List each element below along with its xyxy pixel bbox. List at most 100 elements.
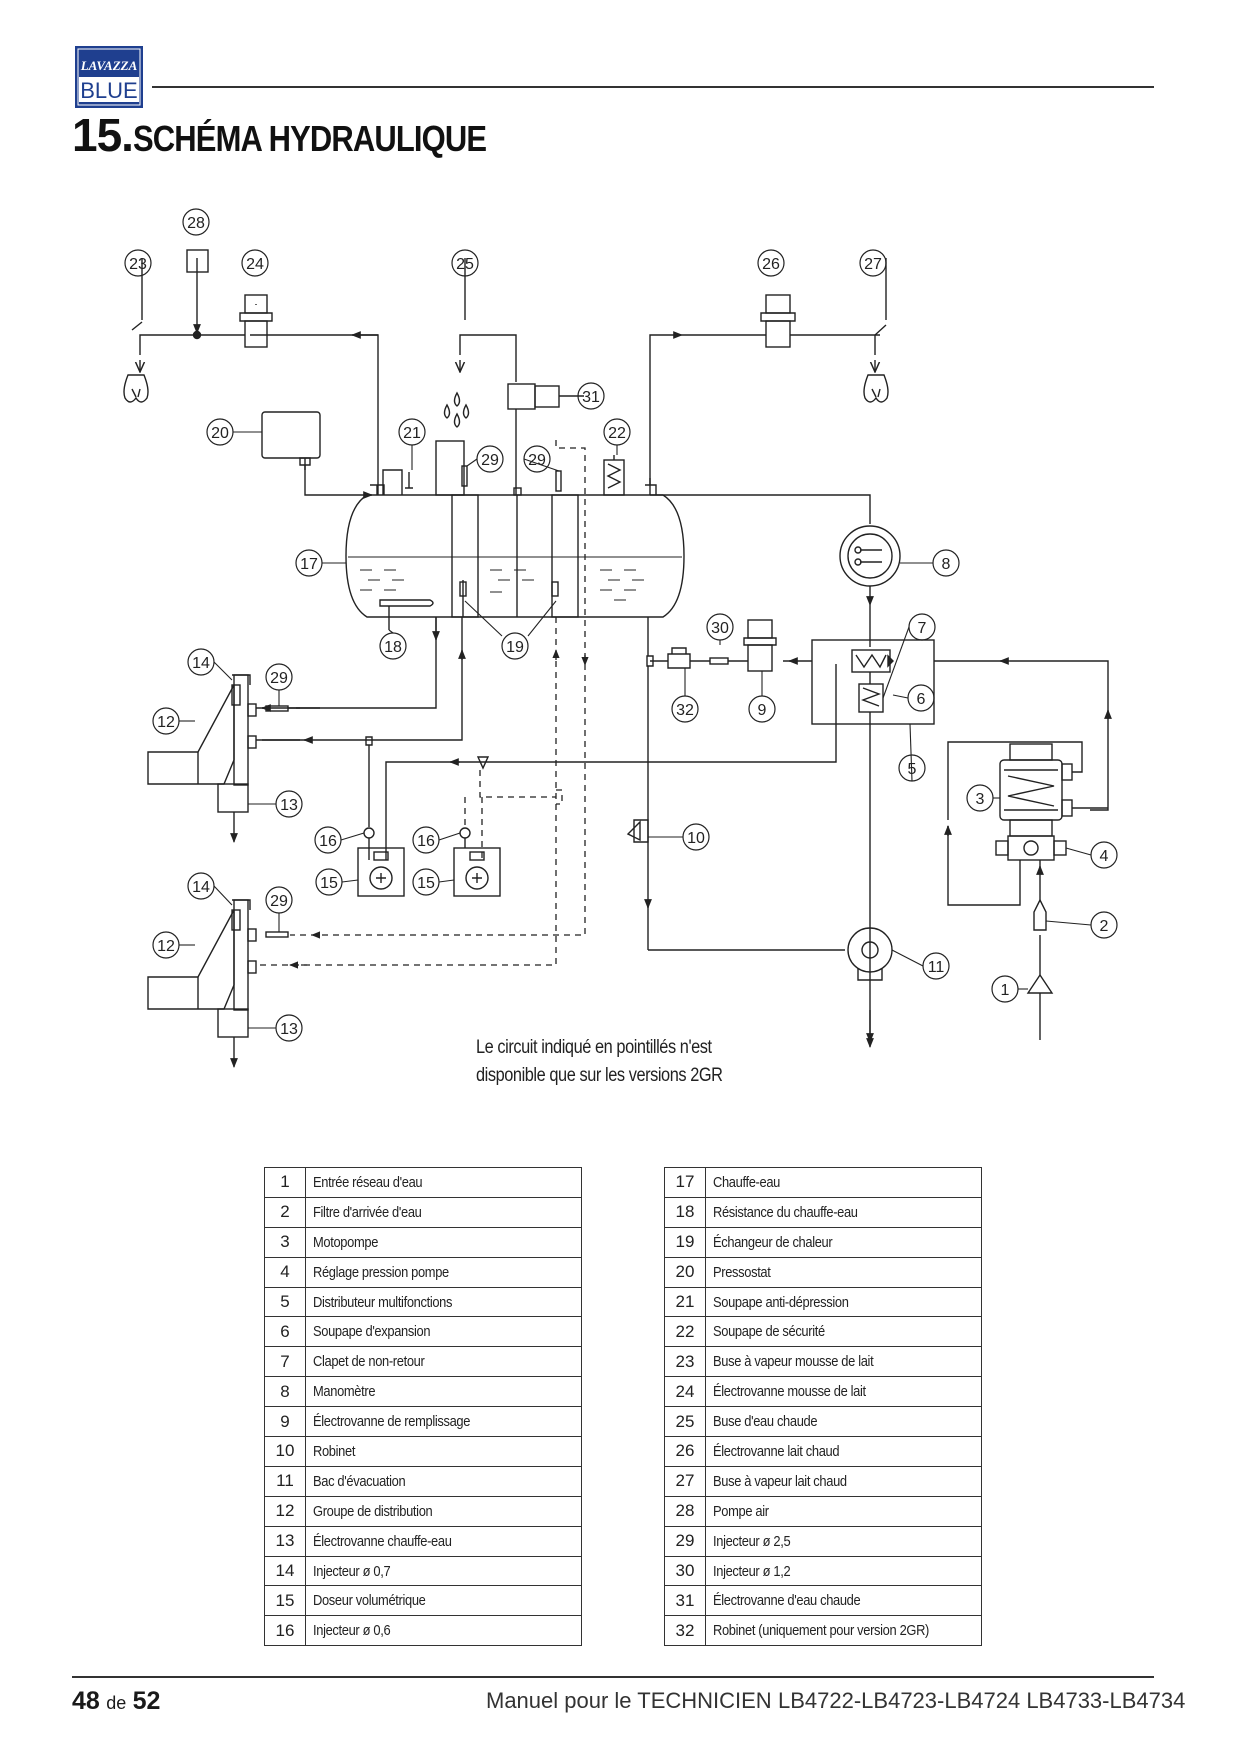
page-title: 15.SCHÉMA HYDRAULIQUE: [72, 108, 544, 162]
callout-30: 30: [711, 620, 729, 637]
heater-18: [379, 599, 434, 607]
pipe-steam-left: [250, 334, 379, 495]
tap-10: [626, 819, 649, 843]
page-current: 48: [72, 1687, 100, 1715]
callout-10: 10: [687, 830, 705, 847]
solenoid-9: [743, 619, 777, 672]
page-total: 52: [132, 1687, 161, 1715]
boiler-17: [345, 494, 685, 618]
page-number: 48 de 52: [72, 1687, 160, 1716]
group-12a: [147, 674, 251, 786]
callout-21: 21: [403, 425, 421, 442]
injector-16a: [363, 827, 375, 839]
callout-26: 26: [762, 256, 780, 273]
footer-rule: [72, 1676, 1154, 1678]
callout-15a: 15: [320, 875, 338, 892]
solenoid-13a: [217, 783, 249, 813]
note-line-1: Le circuit indiqué en pointillés n'est: [476, 1037, 712, 1058]
doser-15b: [453, 847, 501, 897]
callout-16b: 16: [417, 833, 435, 850]
header-rule: [152, 86, 1154, 88]
lavazza-blue-logo: LAVAZZA BLUE: [75, 46, 143, 108]
callout-3: 3: [976, 791, 985, 808]
callout-23: 23: [129, 256, 147, 273]
callout-7: 7: [918, 620, 927, 637]
air-pump: [186, 249, 209, 273]
pump-3: [999, 743, 1073, 837]
group-12b: [147, 899, 251, 1011]
pipe-hot-water: [459, 334, 517, 382]
callout-22: 22: [608, 425, 626, 442]
callout-14b: 14: [192, 879, 210, 896]
distributor-5: [811, 639, 935, 725]
injector-30: [709, 657, 729, 665]
callout-18: 18: [384, 639, 402, 656]
callout-6: 6: [917, 691, 926, 708]
callout-14a: 14: [192, 655, 210, 672]
injector-29d: [265, 931, 289, 938]
inlet-1: [1026, 973, 1054, 994]
pressure-switch-20: [261, 411, 321, 459]
heat-exchanger-right: [551, 494, 579, 618]
expansion-valve-6: [858, 683, 884, 713]
safety-valve-22: [603, 459, 625, 496]
solenoid-31: [507, 383, 560, 495]
filter-2: [1033, 898, 1047, 931]
section-number: 15.: [72, 109, 134, 161]
section-title: SCHÉMA HYDRAULIQUE: [132, 118, 487, 159]
callout-17: 17: [300, 556, 318, 573]
callout-25: 25: [456, 256, 474, 273]
callout-29d: 29: [270, 893, 288, 910]
callout-13b: 13: [280, 1021, 298, 1038]
injector-16b: [459, 827, 471, 839]
check-valve-7: [851, 649, 891, 673]
callout-28: 28: [187, 215, 205, 232]
dashed-circuit-note: Le circuit indiqué en pointillés n'est d…: [476, 1034, 776, 1090]
logo-sub: BLUE: [80, 78, 137, 103]
callout-27: 27: [864, 256, 882, 273]
callout-8: 8: [942, 556, 951, 573]
callout-31: 31: [582, 389, 600, 406]
callout-16a: 16: [319, 833, 337, 850]
pressure-regulator-4: [995, 835, 1067, 861]
callout-12b: 12: [157, 938, 175, 955]
tap-32: [667, 647, 691, 669]
injector-29a: [461, 465, 468, 487]
note-line-2: disponible que sur les versions 2GR: [476, 1065, 723, 1086]
callout-29a: 29: [481, 452, 499, 469]
callout-1: 1: [1001, 982, 1010, 999]
callout-20: 20: [211, 425, 229, 442]
callout-12a: 12: [157, 714, 175, 731]
callout-15b: 15: [417, 875, 435, 892]
callout-29c: 29: [270, 670, 288, 687]
callout-11: 11: [928, 959, 945, 976]
doser-15a: [357, 847, 405, 897]
footer-manual-title: Manuel pour le TECHNICIEN: [486, 1688, 772, 1713]
callout-9: 9: [758, 702, 767, 719]
